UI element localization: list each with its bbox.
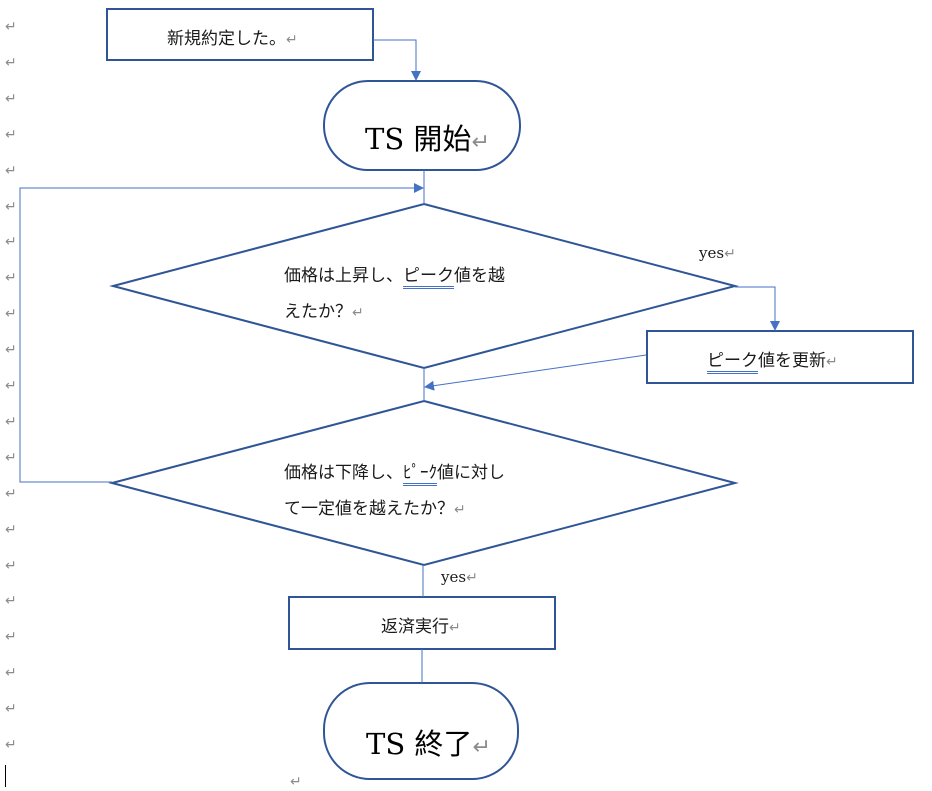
paragraph-mark: ↵ <box>5 449 17 466</box>
text-cursor <box>5 765 6 787</box>
paragraph-mark: ↵ <box>5 593 17 610</box>
paragraph-mark: ↵ <box>5 162 17 179</box>
connector-update-to-merge <box>424 354 647 391</box>
decision-fall-text-3: て一定値を越えたか？ <box>284 499 454 519</box>
paragraph-mark: ↵ <box>5 126 17 143</box>
connector-loop-back <box>19 183 424 483</box>
paragraph-mark: ↵ <box>5 413 17 430</box>
decision-fall-text-2: 値に対し <box>437 463 505 483</box>
paragraph-mark: ↵ <box>5 665 17 682</box>
yes-fall-text: yes <box>441 568 467 586</box>
paragraph-mark: ↵ <box>5 557 17 574</box>
yes-rise-text: yes <box>699 244 725 262</box>
paragraph-mark: ↵ <box>5 342 17 359</box>
paragraph-mark: ↵ <box>290 774 302 790</box>
paragraph-mark: ↵ <box>472 735 491 760</box>
paragraph-mark: ↵ <box>352 305 364 321</box>
paragraph-mark: ↵ <box>5 19 17 35</box>
paragraph-mark: ↵ <box>724 246 736 262</box>
spellcheck-word[interactable]: ピーク <box>707 351 758 374</box>
paragraph-mark: ↵ <box>5 198 17 215</box>
yes-rise-label: yes↵ <box>699 244 736 262</box>
ts-end-text: TS 終了 <box>366 727 473 761</box>
paragraph-mark: ↵ <box>5 378 17 394</box>
ts-start-terminator[interactable] <box>323 80 521 171</box>
paragraph-mark: ↵ <box>286 32 298 48</box>
paragraph-mark: ↵ <box>5 521 17 538</box>
paragraph-mark: ↵ <box>471 130 490 155</box>
spellcheck-word[interactable]: ピーク <box>403 266 454 289</box>
start-event-box[interactable] <box>106 8 374 61</box>
paragraph-mark: ↵ <box>449 620 461 636</box>
update-peak-text: 値を更新 <box>758 351 826 371</box>
paragraph-mark: ↵ <box>5 701 17 718</box>
start-event-label: 新規約定した。↵ <box>167 24 298 49</box>
spellcheck-word[interactable]: ﾋﾟｰｸ <box>403 463 437 486</box>
paragraph-mark: ↵ <box>5 737 17 753</box>
repay-box[interactable] <box>288 596 556 650</box>
decision-fall-label: 価格は下降し、ﾋﾟｰｸ値に対し て一定値を越えたか？↵ <box>284 455 505 528</box>
decision-fall-text-1: 価格は下降し、 <box>284 463 403 483</box>
paragraph-mark: ↵ <box>5 270 17 287</box>
decision-rise-label: 価格は上昇し、ピーク値を越 えたか？↵ <box>284 258 505 331</box>
decision-fall-diamond[interactable] <box>108 399 739 567</box>
paragraph-mark: ↵ <box>5 629 17 646</box>
paragraph-mark: ↵ <box>5 485 17 502</box>
paragraph-mark: ↵ <box>5 90 17 107</box>
paragraph-mark: ↵ <box>826 354 838 370</box>
paragraph-mark: ↵ <box>5 54 17 71</box>
repay-text: 返済実行 <box>381 617 449 637</box>
ts-end-terminator[interactable] <box>323 682 519 780</box>
decision-rise-text-2: 値を越 <box>454 266 505 286</box>
repay-label: 返済実行↵ <box>381 612 461 637</box>
paragraph-mark: ↵ <box>5 234 17 251</box>
decision-rise-text-1: 価格は上昇し、 <box>284 266 403 286</box>
start-event-text: 新規約定した。 <box>167 29 286 49</box>
ts-start-text: TS 開始 <box>365 122 472 156</box>
decision-rise-text-3: えたか？ <box>284 302 352 322</box>
connector-start-to-ts <box>373 39 421 81</box>
connector-yes-to-update <box>735 286 780 331</box>
update-peak-label: ピーク値を更新↵ <box>707 346 838 374</box>
paragraph-mark: ↵ <box>5 306 17 323</box>
paragraph-mark: ↵ <box>466 570 478 586</box>
ts-start-label: TS 開始↵ <box>365 116 490 158</box>
yes-fall-label: yes↵ <box>441 568 478 586</box>
paragraph-mark: ↵ <box>454 502 466 518</box>
update-peak-box[interactable] <box>646 330 914 384</box>
ts-end-label: TS 終了↵ <box>366 721 491 763</box>
